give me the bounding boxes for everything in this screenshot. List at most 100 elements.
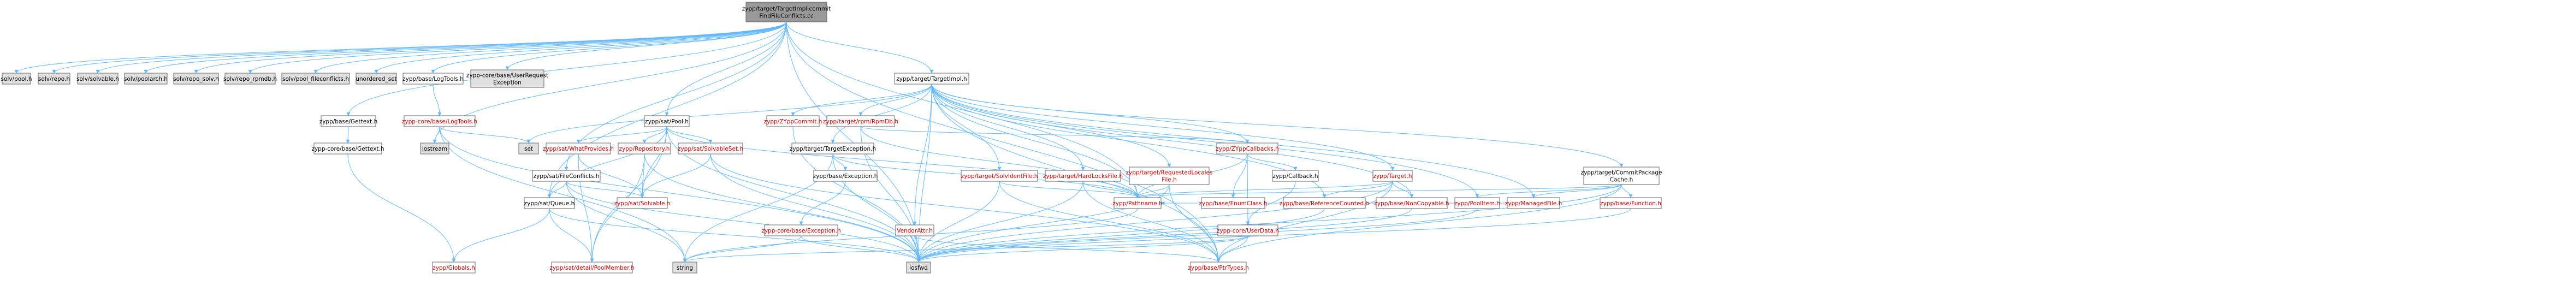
node-function[interactable]: zypp/base/Function.h (1600, 197, 1662, 209)
edge-corelogtools-to-iostream (433, 126, 440, 144)
node-queue[interactable]: zypp/sat/Queue.h (524, 197, 575, 209)
node-logtools[interactable]: zypp/base/LogTools.h (402, 73, 464, 85)
node-label-target: zypp/Target.h (1373, 173, 1412, 180)
node-box-managedfile (1507, 197, 1560, 209)
node-satsolvable[interactable]: zypp/sat/Solvable.h (614, 197, 671, 209)
node-corelogtools[interactable]: zypp-core/base/LogTools.h (402, 115, 477, 127)
node-label-solvableset: zypp/sat/SolvableSet.h (678, 146, 743, 152)
node-callbacks[interactable]: zypp/ZYppCallbacks.h (1216, 142, 1279, 155)
edge-coregettext-to-globals (347, 153, 456, 263)
node-box-rpmdb (826, 115, 895, 127)
node-box-repo_rpmdb (224, 73, 276, 85)
node-callback[interactable]: zypp/Callback.h (1272, 170, 1319, 182)
node-vendorattr[interactable]: VendorAttr.h (895, 224, 934, 236)
node-label-requestedlocales: File.h (1162, 177, 1177, 183)
node-box-solvable (77, 73, 119, 85)
node-rpmdb[interactable]: zypp/target/rpm/RpmDb.h (823, 115, 898, 127)
node-label-vendorattr: VendorAttr.h (897, 228, 932, 234)
edge-targetimpl-to-hardlocks (931, 84, 1085, 171)
node-whatprovides[interactable]: zypp/sat/WhatProvides.h (543, 142, 614, 155)
node-label-noncopyable: zypp/base/NonCopyable.h (1374, 200, 1449, 207)
node-enumclass[interactable]: zypp/base/EnumClass.h (1199, 197, 1268, 209)
node-label-globals: zypp/Globals.h (433, 265, 475, 271)
node-managedfile[interactable]: zypp/ManagedFile.h (1505, 197, 1562, 209)
node-label-poolmember: zypp/sat/detail/PoolMember.h (549, 265, 634, 271)
edge-targetimpl-to-requestedlocales (931, 84, 1171, 168)
node-box-iostream (420, 142, 449, 155)
edge-root-to-repo_solv (194, 21, 787, 74)
node-ztcommit[interactable]: zypp/ZYppCommit.h (764, 115, 822, 127)
node-string: string (672, 262, 697, 274)
node-target[interactable]: zypp/Target.h (1372, 170, 1413, 182)
edge-poolitem-to-iosfwd (916, 208, 1478, 263)
node-box-hardlocks (1045, 170, 1121, 182)
node-box-pathname (1114, 197, 1162, 209)
node-label-function: zypp/base/Function.h (1600, 200, 1661, 207)
node-box-function (1600, 197, 1662, 209)
node-label-fileconflicts: zypp/sat/FileConflicts.h (533, 173, 599, 180)
node-label-iosfwd: iosfwd (909, 265, 928, 271)
edge-root-to-gettext (346, 21, 787, 116)
node-box-targetexception (791, 142, 874, 155)
node-userdata[interactable]: zypp-core/UserData.h (1217, 224, 1279, 236)
node-label-callbacks: zypp/ZYppCallbacks.h (1216, 146, 1279, 152)
node-ptrtypes[interactable]: zypp/base/PtrTypes.h (1188, 262, 1249, 274)
node-poolitem[interactable]: zypp/PoolItem.h (1454, 197, 1500, 209)
edge-root-to-pool_fileconflicts (313, 21, 787, 74)
node-unordered_set: unordered_set (356, 73, 397, 85)
node-repository[interactable]: zypp/Repository.h (618, 142, 671, 155)
node-root: zypp/target/TargetImpl.commitFindFileCon… (742, 2, 831, 22)
node-iostream: iostream (420, 142, 449, 155)
node-globals[interactable]: zypp/Globals.h (432, 262, 476, 274)
edge-root-to-repo_rpmdb (248, 21, 787, 74)
edge-userdata-to-ptrtypes (1216, 235, 1248, 263)
node-pathname[interactable]: zypp/Pathname.h (1112, 197, 1163, 209)
node-satpool[interactable]: zypp/sat/Pool.h (644, 115, 690, 127)
edge-fileconflicts-to-satsolvable (566, 181, 644, 198)
edge-queue-to-iosfwd (549, 208, 921, 263)
node-targetimpl[interactable]: zypp/target/TargetImpl.h (894, 73, 969, 85)
node-poolmember[interactable]: zypp/sat/detail/PoolMember.h (549, 262, 635, 274)
node-label-repo_rpmdb: solv/repo_rpmdb.h (223, 76, 277, 82)
node-label-set: set (524, 146, 533, 152)
node-label-corelogtools: zypp-core/base/LogTools.h (402, 118, 477, 125)
node-box-commitpackage (1583, 167, 1660, 185)
node-box-coregettext (313, 142, 382, 155)
edge-fileconflicts-to-string (566, 181, 687, 263)
edge-corelogtools-to-iosfwd (439, 126, 921, 263)
node-fileconflicts[interactable]: zypp/sat/FileConflicts.h (532, 170, 601, 182)
edge-solvidentfile-to-iosfwd (916, 181, 1000, 263)
edge-satpool-to-whatprovides (576, 126, 667, 144)
edge-solvableset-to-satsolvable (640, 153, 711, 198)
node-box-baseexception (813, 170, 878, 182)
node-solvidentfile[interactable]: zypp/target/SolvIdentFile.h (961, 170, 1038, 182)
node-pool: solv/pool.h (1, 73, 32, 85)
node-hardlocks[interactable]: zypp/target/HardLocksFile.h (1043, 170, 1123, 182)
node-box-whatprovides (546, 142, 611, 155)
node-box-root (745, 2, 827, 22)
node-coreexception[interactable]: zypp-core/base/Exception.h (761, 224, 841, 236)
node-solvableset[interactable]: zypp/sat/SolvableSet.h (678, 142, 743, 155)
node-refcounted[interactable]: zypp/base/ReferenceCounted.h (1280, 197, 1369, 209)
node-box-noncopyable (1376, 197, 1448, 209)
node-box-queue (524, 197, 575, 209)
node-noncopyable[interactable]: zypp/base/NonCopyable.h (1374, 197, 1449, 209)
node-baseexception[interactable]: zypp/base/Exception.h (813, 170, 878, 182)
node-label-userrequest: Exception (493, 80, 522, 86)
node-label-userrequest: zypp-core/base/UserRequest (466, 73, 548, 79)
node-box-set (518, 142, 539, 155)
edge-satpool-to-solvableset (666, 126, 713, 144)
node-targetexception[interactable]: zypp/target/TargetException.h (790, 142, 876, 155)
node-box-poolitem (1454, 197, 1500, 209)
edge-targetimpl-to-callbacks (931, 84, 1249, 144)
edge-target-to-iosfwd (916, 181, 1393, 263)
node-box-repo_solv (173, 73, 219, 85)
node-gettext[interactable]: zypp/base/Gettext.h (319, 115, 378, 127)
node-coregettext[interactable]: zypp-core/base/Gettext.h (311, 142, 384, 155)
edge-coreexception-to-string (683, 235, 802, 263)
edge-root-to-poolarch (144, 21, 787, 74)
node-solvable: solv/solvable.h (76, 73, 119, 85)
